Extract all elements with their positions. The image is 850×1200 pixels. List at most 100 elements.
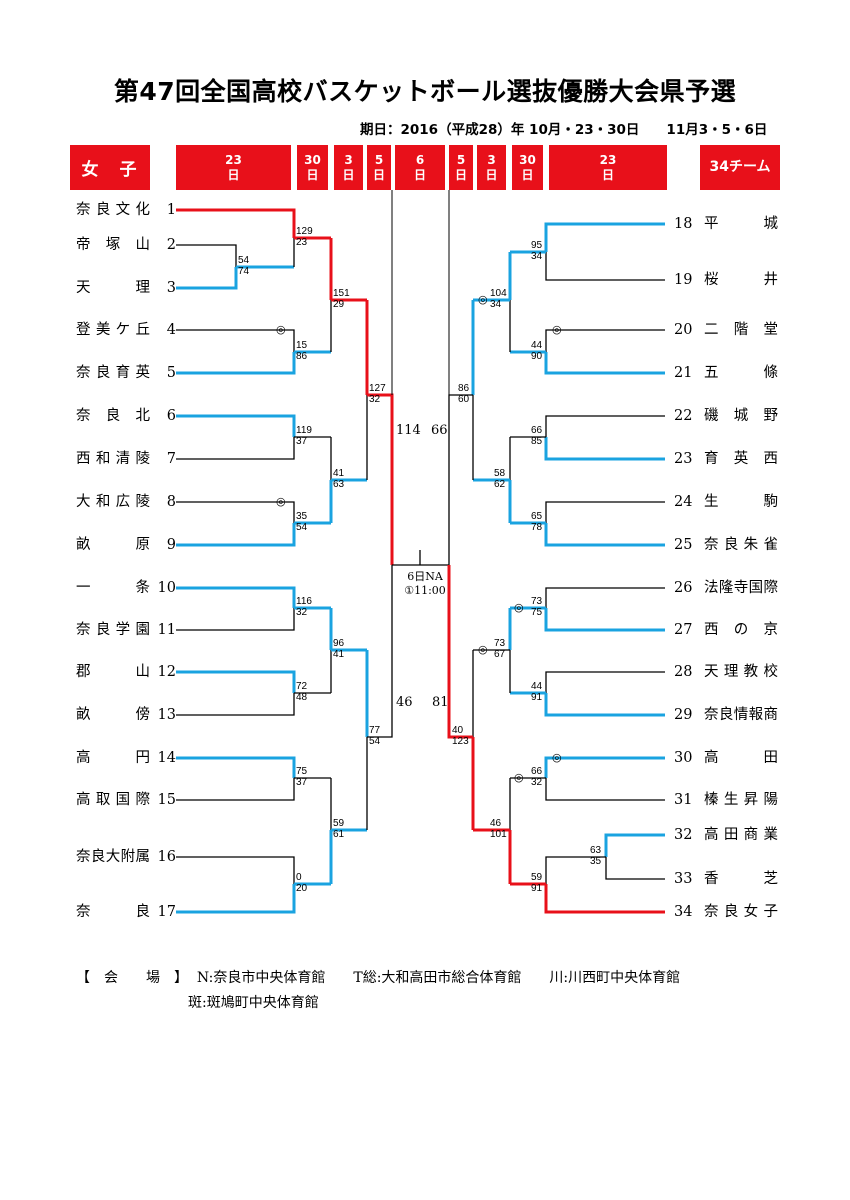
team-number: 30 xyxy=(674,750,693,766)
final-score-top_left: 114 xyxy=(396,423,421,438)
venue-legend-line1: N:奈良市中央体育館 T総:大和高田市総合体育館 川:川西町中央体育館 xyxy=(196,970,681,986)
bracket-line-59 xyxy=(544,437,665,461)
score-bottom: 86 xyxy=(296,351,308,362)
header-round-2-left: 30 日 xyxy=(297,145,328,190)
score-top: 0 xyxy=(296,872,302,883)
header-round-2-right: 30 日 xyxy=(512,145,543,190)
final-score-top_right: 66 xyxy=(431,423,448,438)
team-number: 14 xyxy=(157,750,176,766)
team-name: 育英西 xyxy=(704,451,778,467)
score-bottom: 78 xyxy=(531,522,543,533)
team-name: 磯城野 xyxy=(704,408,778,424)
score-top: 46 xyxy=(490,818,502,829)
bracket-line-37 xyxy=(176,884,296,914)
team-name: 五條 xyxy=(704,365,778,381)
team-number: 12 xyxy=(157,664,176,680)
team-name: 奈良学園 xyxy=(76,622,150,638)
bracket-line-71 xyxy=(544,608,665,632)
team-number: 15 xyxy=(157,792,176,808)
team-name: 一条 xyxy=(76,580,150,596)
bracket-line-83 xyxy=(605,857,665,880)
score-bottom: 32 xyxy=(531,777,543,788)
score-top: 116 xyxy=(296,596,312,607)
bracket-line-70 xyxy=(545,587,665,608)
header-team-count: 34チーム xyxy=(700,145,780,190)
score-top: 44 xyxy=(531,340,543,351)
team-left-1: 奈良文化 1 xyxy=(76,200,176,220)
team-number: 2 xyxy=(166,237,176,253)
team-number: 32 xyxy=(674,827,693,843)
score-top: 119 xyxy=(296,425,312,436)
page-title: 第47回全国高校バスケットボール選抜優勝大会県予選 xyxy=(113,77,737,106)
bracket-line-6 xyxy=(176,329,295,352)
team-name: 高円 xyxy=(76,750,150,766)
score-bottom: 37 xyxy=(296,777,308,788)
score-top: 104 xyxy=(490,288,507,299)
seed-mark: ◎ xyxy=(276,323,286,336)
team-name: 奈良文化 xyxy=(76,202,150,218)
header-round-1-right: 23 日 xyxy=(549,145,667,190)
score-bottom: 85 xyxy=(531,436,543,447)
team-number: 9 xyxy=(166,537,176,553)
seed-mark: ◎ xyxy=(478,643,488,656)
team-name: 帝塚山 xyxy=(76,237,150,253)
score-top: 75 xyxy=(296,766,308,777)
bracket-line-84 xyxy=(545,856,606,884)
score-top: 127 xyxy=(369,383,386,394)
team-number: 29 xyxy=(674,707,693,723)
header-round-3-left: 3 日 xyxy=(334,145,363,190)
team-name: 西和清陵 xyxy=(76,451,150,467)
score-bottom: 91 xyxy=(531,692,543,703)
score-bottom: 91 xyxy=(531,883,543,894)
team-name: 畝原 xyxy=(76,537,150,553)
bracket-line-1 xyxy=(176,267,238,290)
team-left-9: 畝原 9 xyxy=(76,535,176,555)
team-number: 7 xyxy=(166,451,176,467)
score-bottom: 61 xyxy=(333,829,345,840)
header-women: 女 子 xyxy=(70,145,150,190)
team-number: 20 xyxy=(674,322,693,338)
bracket-line-82 xyxy=(604,833,665,857)
score-top: 66 xyxy=(531,766,543,777)
seed-mark: ◎ xyxy=(552,323,562,336)
team-name: 郡山 xyxy=(76,664,150,680)
team-name: 奈良北 xyxy=(76,408,150,424)
bracket-line-23 xyxy=(367,393,394,565)
team-number: 24 xyxy=(674,494,693,510)
team-name: 榛生昇陽 xyxy=(704,792,778,808)
team-number: 17 xyxy=(157,904,176,920)
score-top: 151 xyxy=(333,288,350,299)
bracket-line-74 xyxy=(544,693,665,717)
final-venue-day: 6日NA xyxy=(407,570,443,583)
team-left-2: 帝塚山 2 xyxy=(76,235,176,255)
team-number: 1 xyxy=(166,202,176,218)
final-venue-time: ①11:00 xyxy=(404,584,446,597)
team-number: 34 xyxy=(674,904,693,920)
score-top: 96 xyxy=(333,638,345,649)
score-bottom: 32 xyxy=(296,607,308,618)
team-left-7: 西和清陵 7 xyxy=(76,449,176,469)
